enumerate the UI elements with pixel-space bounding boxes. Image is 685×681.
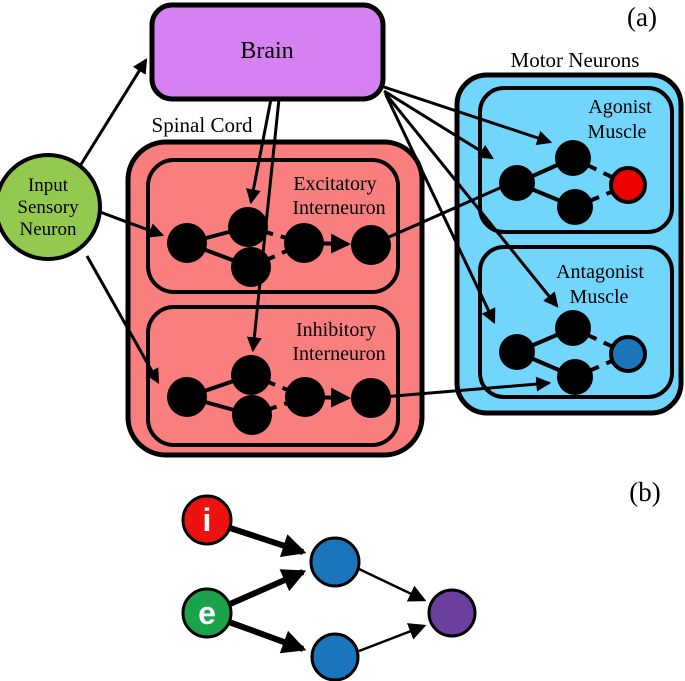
inhibitory-neuron-mid [285, 377, 325, 417]
antagonist-label-line1: Antagonist [556, 261, 644, 283]
inhibitory-neuron-top [231, 355, 271, 395]
arrow-sensory-to-brain [78, 58, 148, 167]
b-arrow-i-to-hidden1 [229, 525, 307, 558]
antagonist-neuron-left [499, 334, 535, 370]
arrow-sensory-to-inhibitory [85, 255, 160, 384]
inhibitory-label-line2: Interneuron [292, 343, 385, 365]
excitatory-neuron-top [228, 207, 268, 247]
motor-neurons-label: Motor Neurons [511, 48, 640, 72]
excitatory-label-line1: Excitatory [293, 173, 376, 195]
excitatory-neuron-left [167, 223, 207, 263]
b-arrow-hidden2-to-output [358, 623, 427, 653]
input-sensory-neuron [0, 153, 102, 261]
excitatory-label-line2: Interneuron [292, 197, 385, 219]
arrow-brain-to-agonist-top [383, 85, 553, 146]
antagonist-neuron-bottom [557, 359, 593, 395]
agonist-label-line1: Agonist [588, 96, 652, 118]
agonist-neuron-left [499, 165, 535, 201]
sensory-label-line3: Neuron [20, 219, 77, 240]
excitatory-neuron-bottom [231, 247, 271, 287]
b-inhibitory-node [181, 494, 233, 546]
arrow-brain-to-excitatory [246, 98, 273, 205]
inhibitory-neuron-right [351, 378, 391, 418]
brain-box [149, 2, 386, 102]
agonist-neuron-top [555, 140, 591, 176]
b-hidden-node-2 [310, 632, 360, 681]
b-hidden-node-1 [309, 536, 361, 588]
agonist-label-line2: Muscle [588, 121, 647, 143]
inhibitory-neuron-left [167, 377, 207, 417]
spinal-cord-label: Spinal Cord [152, 113, 253, 137]
b-excitatory-node [181, 587, 233, 639]
agonist-neuron-bottom [557, 189, 593, 225]
antagonist-neuron-top [555, 310, 591, 346]
b-arrow-hidden1-to-output [358, 567, 427, 602]
b-arrow-e-to-hidden2 [227, 619, 307, 654]
arrow-brain-to-antagonist-left [384, 94, 496, 325]
agonist-muscle-node [609, 166, 647, 204]
inhibitory-neuron-bottom [232, 395, 272, 435]
b-excitatory-node-label: e [198, 595, 216, 631]
sensory-label-line1: Input [28, 175, 69, 196]
excitatory-neuron-mid [284, 223, 324, 263]
b-arrow-e-to-hidden1 [228, 569, 307, 607]
panel-b-label: (b) [629, 477, 660, 507]
b-inhibitory-node-label: i [203, 502, 212, 538]
link-excitatory-to-agonist [370, 185, 503, 247]
brain-label: Brain [240, 38, 293, 64]
sensory-label-line2: Sensory [17, 197, 79, 218]
antagonist-muscle-node [609, 335, 647, 373]
arrow-inhibitory-to-antagonist [370, 376, 552, 400]
excitatory-neuron-right [351, 225, 391, 265]
antagonist-label-line2: Muscle [570, 286, 629, 308]
arrow-sensory-to-excitatory [99, 210, 165, 238]
arrow-brain-to-agonist-left [383, 89, 494, 160]
b-output-node [427, 588, 477, 638]
panel-a-label: (a) [627, 2, 657, 32]
inhibitory-label-line1: Inhibitory [296, 319, 376, 341]
